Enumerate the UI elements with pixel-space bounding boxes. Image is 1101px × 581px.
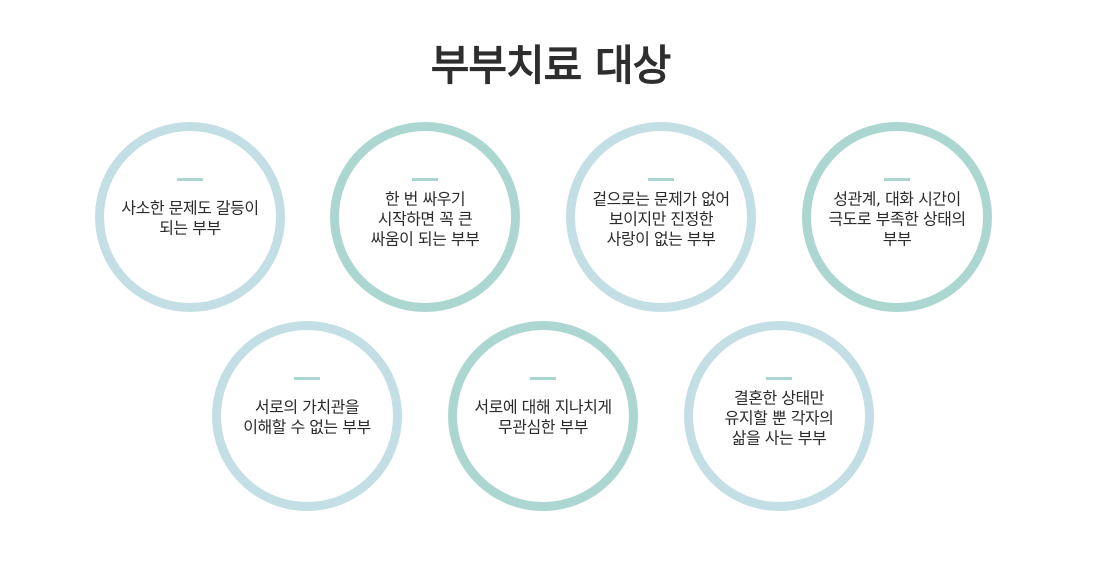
circle-dash [412, 178, 438, 181]
target-circle-2: 한 번 싸우기 시작하면 꼭 큰 싸움이 되는 부부 [330, 122, 520, 312]
target-circle-3: 겉으로는 문제가 없어 보이지만 진정한 사랑이 없는 부부 [566, 122, 756, 312]
circle-dash [294, 377, 320, 380]
circle-dash [648, 178, 674, 181]
target-text-5: 서로의 가치관을 이해할 수 없는 부부 [243, 397, 371, 437]
target-circle-5: 서로의 가치관을 이해할 수 없는 부부 [212, 321, 402, 511]
target-circle-4: 성관계, 대화 시간이 극도로 부족한 상태의 부부 [802, 122, 992, 312]
target-circle-7: 결혼한 상태만 유지할 뿐 각자의 삶을 사는 부부 [684, 321, 874, 511]
target-circle-1: 사소한 문제도 갈등이 되는 부부 [95, 122, 285, 312]
target-text-1: 사소한 문제도 갈등이 되는 부부 [121, 198, 259, 238]
circle-dash [766, 377, 792, 380]
target-text-2: 한 번 싸우기 시작하면 꼭 큰 싸움이 되는 부부 [370, 189, 480, 249]
circle-dash [177, 178, 203, 181]
target-text-4: 성관계, 대화 시간이 극도로 부족한 상태의 부부 [828, 189, 966, 249]
circle-dash [884, 178, 910, 181]
page-title: 부부치료 대상 [430, 41, 671, 90]
target-text-7: 결혼한 상태만 유지할 뿐 각자의 삶을 사는 부부 [724, 388, 834, 448]
circle-dash [530, 377, 556, 380]
target-circle-6: 서로에 대해 지나치게 무관심한 부부 [448, 321, 638, 511]
target-text-3: 겉으로는 문제가 없어 보이지만 진정한 사랑이 없는 부부 [592, 189, 730, 249]
target-text-6: 서로에 대해 지나치게 무관심한 부부 [474, 397, 612, 437]
